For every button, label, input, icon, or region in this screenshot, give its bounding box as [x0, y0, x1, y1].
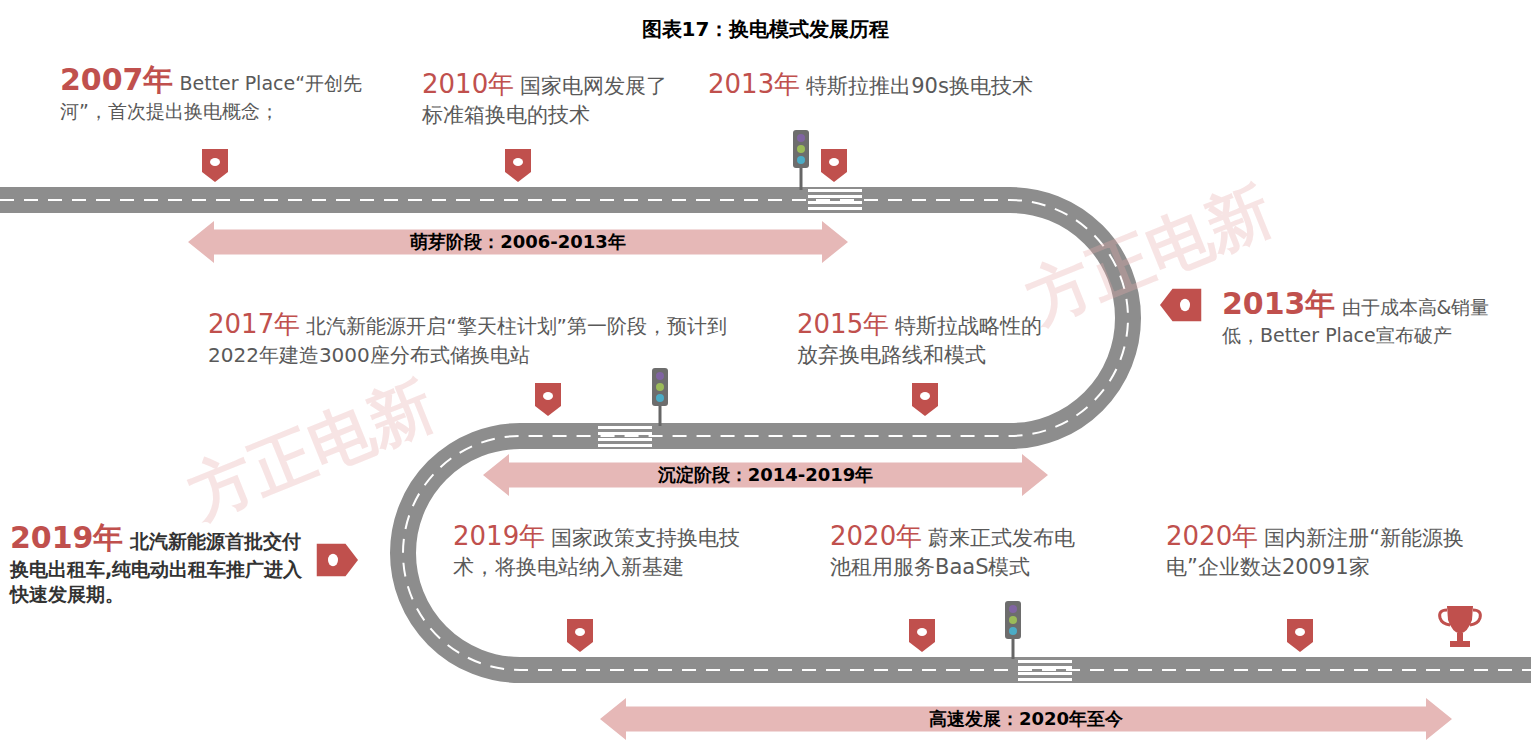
event-year: 2019年	[453, 521, 545, 551]
stage-label: 萌芽阶段：2006-2013年	[188, 221, 848, 263]
band-arrow-fill	[483, 454, 1048, 496]
stage-label: 高速发展：2020年至今	[600, 698, 1452, 740]
event-description: 特斯拉推出90s换电技术	[806, 74, 1033, 98]
crosswalk	[598, 426, 652, 447]
event-year: 2010年	[422, 69, 514, 99]
timeline-event: 2017年北汽新能源开启“擎天柱计划”第一阶段，预计到2022年建造3000座分…	[208, 308, 753, 368]
pin-marker	[909, 619, 935, 652]
timeline-event: 2013年由于成本高&销量低，Better Place宣布破产	[1222, 284, 1522, 348]
timeline-event: 2013年特斯拉推出90s换电技术	[708, 68, 1088, 102]
timeline-event: 2010年国家电网发展了标准箱换电的技术	[422, 68, 672, 129]
pin-marker	[202, 149, 228, 182]
road-centerline	[0, 200, 1531, 670]
pin-marker	[912, 383, 938, 416]
traffic-light	[652, 368, 668, 426]
crosswalk	[808, 189, 862, 210]
trophy-icon	[1440, 606, 1481, 647]
band-arrow-fill	[600, 698, 1452, 740]
pin-marker	[1287, 619, 1313, 652]
timeline-event: 2015年特斯拉战略性的放弃换电路线和模式	[797, 308, 1047, 369]
event-year: 2015年	[797, 309, 889, 339]
timeline-event: 2019年国家政策支持换电技术，将换电站纳入新基建	[453, 520, 753, 581]
timeline-event: 2020年国内新注册“新能源换电”企业数达20091家	[1166, 520, 1466, 581]
crosswalk	[1018, 660, 1072, 681]
timeline-event: 2019年北汽新能源首批交付换电出租车,纯电动出租车推广进入快速发展期。	[10, 518, 305, 607]
event-year: 2020年	[830, 521, 922, 551]
road	[0, 200, 1531, 670]
pin-marker	[821, 149, 847, 182]
event-year: 2020年	[1166, 521, 1258, 551]
stage-band-arrow: 沉淀阶段：2014-2019年	[483, 454, 1048, 496]
timeline-event: 2007年Better Place“开创先河”，首次提出换电概念；	[60, 60, 370, 124]
stage-label: 沉淀阶段：2014-2019年	[483, 454, 1048, 496]
traffic-light	[793, 130, 809, 190]
pin-marker	[505, 149, 531, 182]
pin-marker	[535, 383, 561, 416]
stage-band-arrow: 高速发展：2020年至今	[600, 698, 1452, 740]
pin-marker	[317, 544, 358, 577]
timeline-event: 2020年蔚来正式发布电池租用服务BaaS模式	[830, 520, 1085, 581]
stage-band-arrow: 萌芽阶段：2006-2013年	[188, 221, 848, 263]
event-year: 2013年	[1222, 286, 1336, 321]
event-year: 2013年	[708, 69, 800, 99]
chart-title: 图表17：换电模式发展历程	[0, 16, 1531, 43]
event-year: 2007年	[60, 62, 174, 97]
traffic-light	[1005, 601, 1021, 659]
band-arrow-fill	[188, 221, 848, 263]
pin-marker	[567, 619, 593, 652]
event-year: 2017年	[208, 309, 300, 339]
event-year: 2019年	[10, 520, 124, 555]
